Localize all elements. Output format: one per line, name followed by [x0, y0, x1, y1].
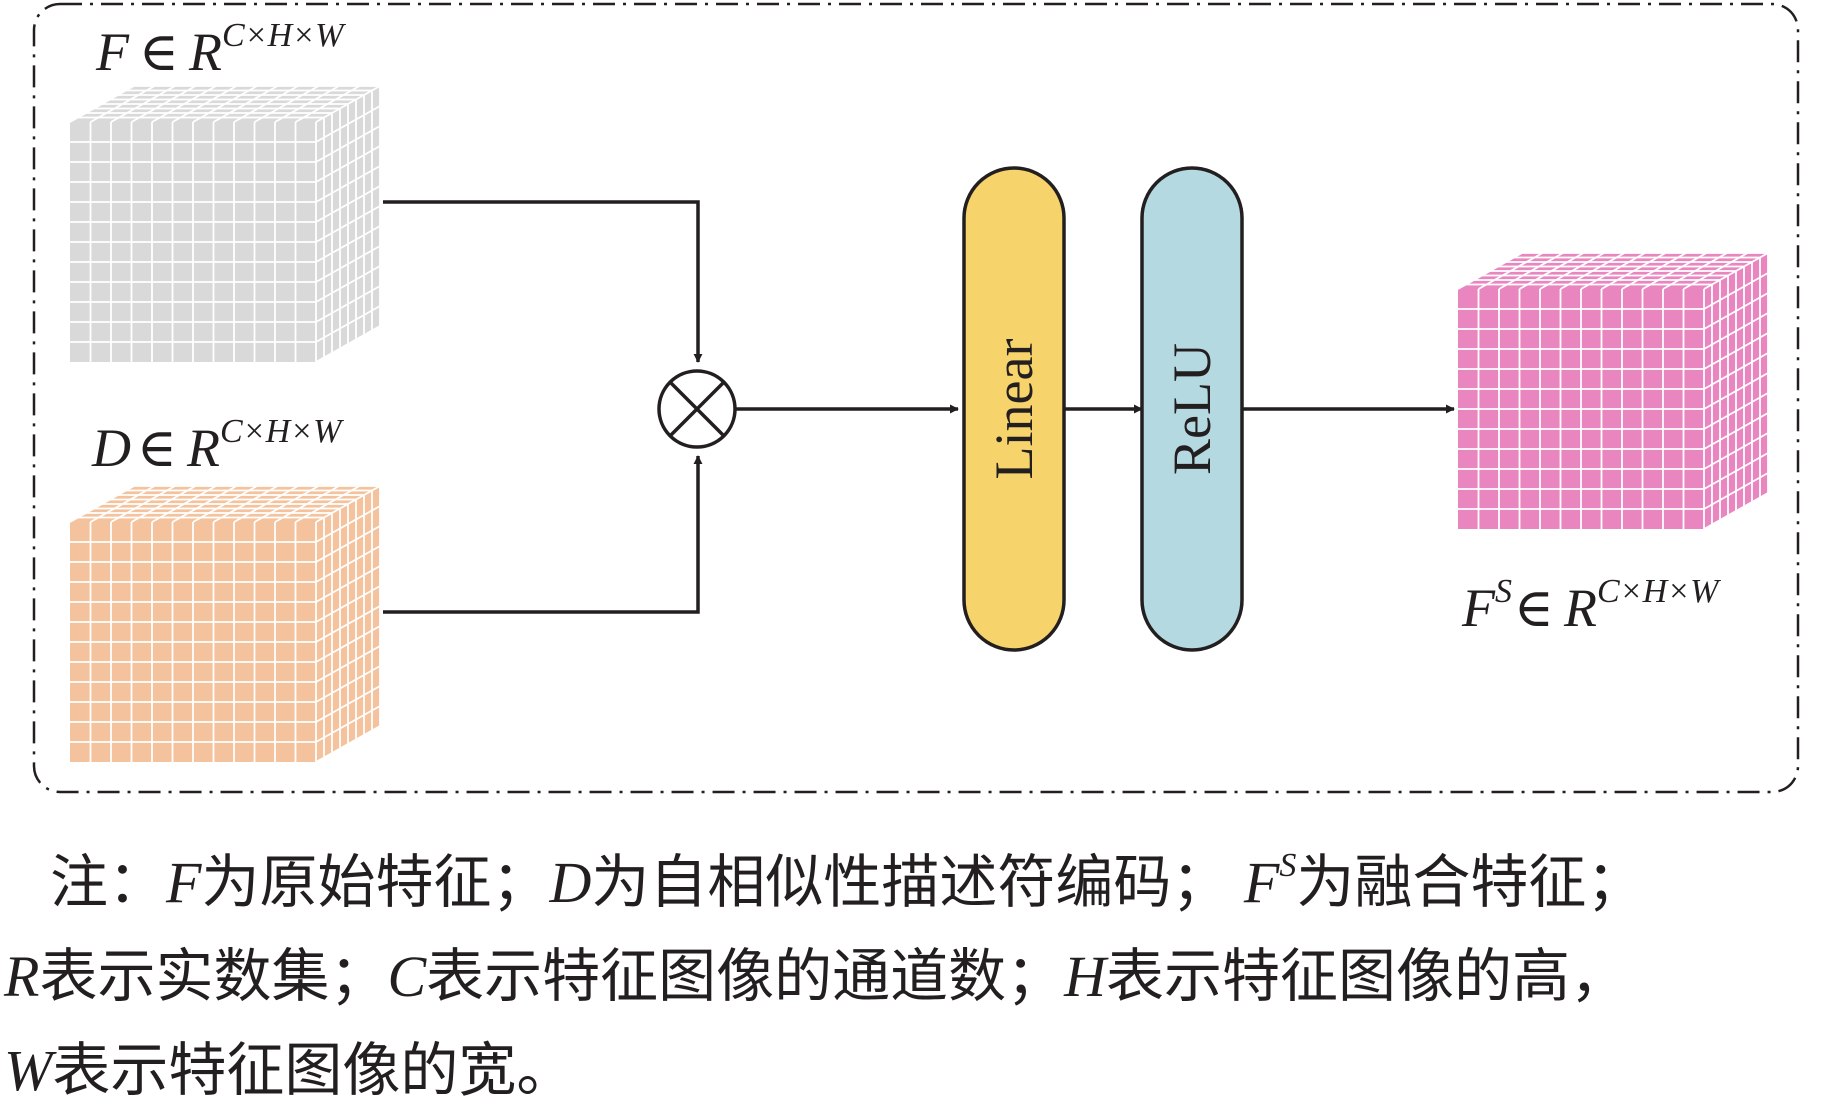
multiply-node [657, 369, 737, 449]
input-f-label: F∈RC×H×W [95, 17, 346, 82]
module-frame [32, 2, 1800, 794]
note-line-1: 注：F为原始特征；D为自相似性描述符编码； FS为融合特征； [50, 847, 1645, 916]
input-f-cube [69, 85, 381, 363]
linear-label: Linear [984, 339, 1044, 480]
relu-label: ReLU [1162, 343, 1222, 475]
output-fs-cube [1457, 252, 1769, 530]
linear-block: Linear [962, 166, 1066, 652]
figure-note: 注：F为原始特征；D为自相似性描述符编码； FS为融合特征； R表示实数集；C表… [0, 836, 1845, 1116]
note-line-3: W表示特征图像的宽。 [4, 1038, 575, 1103]
relu-block: ReLU [1140, 166, 1244, 652]
input-d-label: D∈RC×H×W [91, 413, 344, 478]
edge-d-to-product [383, 455, 703, 614]
output-fs-label: FS∈RC×H×W [1461, 573, 1721, 638]
edge-f-to-product [383, 200, 703, 363]
note-line-2: R表示实数集；C表示特征图像的通道数；H表示特征图像的高， [4, 944, 1629, 1009]
input-d-cube [69, 485, 381, 763]
